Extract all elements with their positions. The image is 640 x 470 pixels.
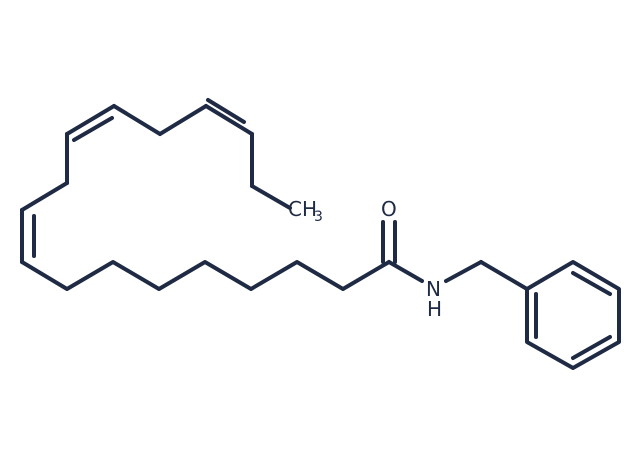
oxygen-label: O <box>381 197 397 221</box>
benzyl-methylene <box>444 260 529 291</box>
methylene-bridge-upper <box>112 104 208 136</box>
methyl-subscript: 3 <box>314 209 323 225</box>
cis-double-bond-upper-right <box>204 98 254 136</box>
methylene-bridge-left <box>20 132 69 212</box>
phenyl-ring <box>525 260 621 370</box>
nitrogen-label: N <box>426 277 441 301</box>
amide-hydrogen-label: H <box>427 297 442 321</box>
methyl-carbon-label: CH <box>288 197 317 221</box>
ethyl-terminus <box>250 132 292 210</box>
carbonyl-group <box>381 220 397 264</box>
amide-bond <box>387 260 424 283</box>
methyl-label: CH 3 <box>288 197 323 225</box>
saturated-chain <box>20 260 391 291</box>
cis-double-bond-left <box>20 208 36 264</box>
cis-double-bond-upper-left <box>65 104 116 142</box>
